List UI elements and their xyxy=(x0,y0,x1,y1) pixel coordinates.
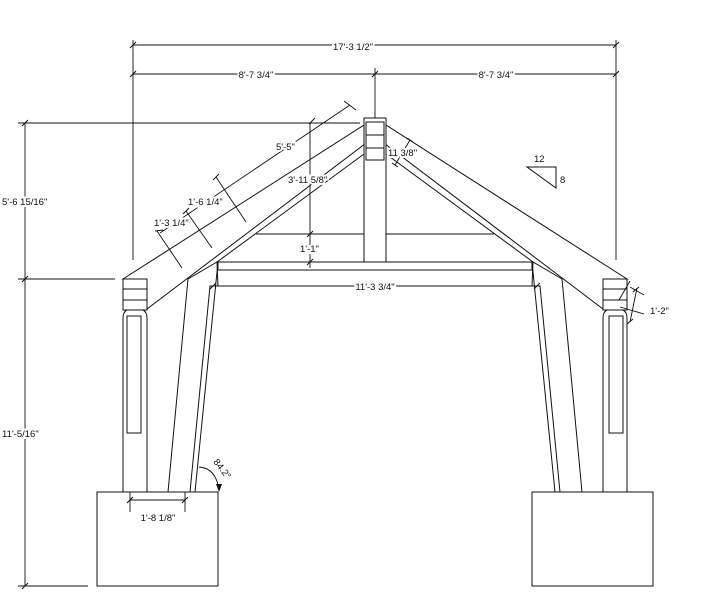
tie-beam-depth-label: 1'-1" xyxy=(300,244,319,255)
left-footing xyxy=(96,491,219,587)
king-post-height-label: 3'-11 5/8" xyxy=(288,175,327,186)
wall-height-label: 11'-5/16" xyxy=(2,429,39,440)
brace-2-label: 1'-3 1/4" xyxy=(154,218,189,229)
roof-pitch-symbol: 12 8 xyxy=(525,154,565,189)
eave-depth-label: 1'-2" xyxy=(650,306,669,317)
pitch-run-label: 12 xyxy=(534,154,545,165)
left-brace xyxy=(167,261,219,493)
half-span-left-label: 8'-7 3/4" xyxy=(239,70,274,81)
brace-1-label: 1'-6 1/4" xyxy=(188,197,223,208)
right-wall-post xyxy=(602,278,628,493)
right-footing xyxy=(531,491,654,587)
half-span-right-label: 8'-7 3/4" xyxy=(479,70,514,81)
king-post xyxy=(363,117,387,263)
ridge-depth-label: 11 3/8" xyxy=(388,148,417,159)
post-width-label: 1'-8 1/8" xyxy=(141,513,176,524)
brace-angle-label: 84.2° xyxy=(211,457,234,481)
left-wall-post xyxy=(122,278,148,493)
right-brace xyxy=(531,261,583,493)
timber-frame xyxy=(96,117,654,587)
clear-span-label: 11'-3 3/4" xyxy=(355,282,394,293)
roof-height-label: 5'-6 15/16" xyxy=(2,197,47,208)
pitch-rise-label: 8 xyxy=(560,175,565,186)
tie-beam xyxy=(217,261,533,271)
left-inner-rafter xyxy=(216,153,365,263)
left-rafter xyxy=(121,117,387,311)
rafter-length-label: 5'-5" xyxy=(276,142,295,153)
overall-span-label: 17'-3 1/2" xyxy=(333,42,373,53)
dimension-lines: 17'-3 1/2" 8'-7 3/4" 8'-7 3/4" 5'-6 15/1… xyxy=(0,40,671,590)
right-inner-rafter xyxy=(385,153,534,263)
right-rafter xyxy=(363,117,629,311)
